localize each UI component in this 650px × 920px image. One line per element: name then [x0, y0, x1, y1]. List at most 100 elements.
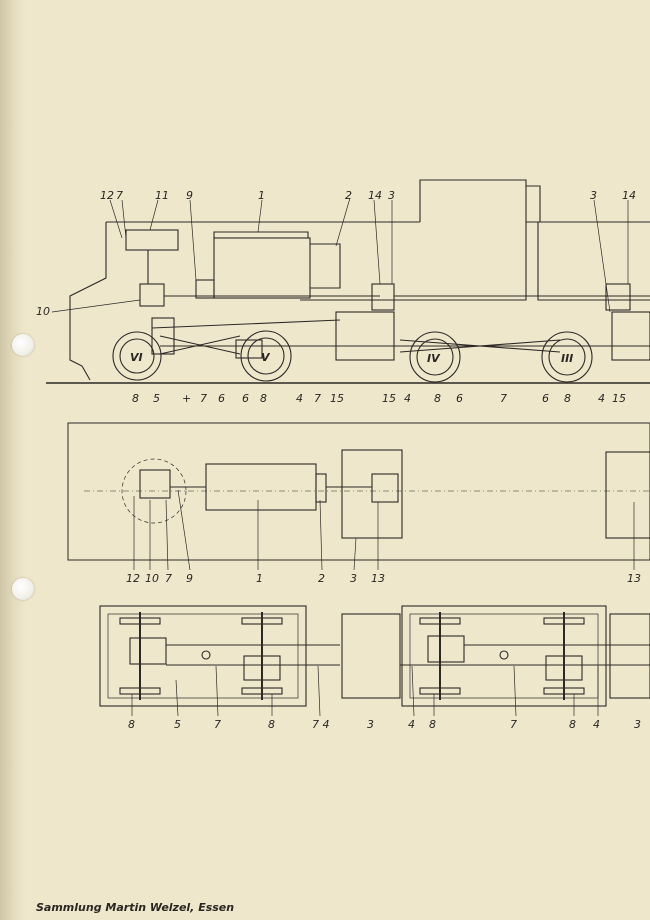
bogie-view-labels: 8 5 7 8 7 4 3 4 8 7 8 4 3 [128, 718, 641, 731]
bogie-frame-front-inner [107, 613, 299, 699]
bogie-label-8c: 8 [429, 718, 436, 731]
plan-label-9: 9 [186, 572, 193, 585]
label-9: 9 [186, 189, 193, 202]
axle-gearbox-b [243, 655, 281, 681]
plan-coupling [315, 473, 327, 503]
label-bottom-6d: 6 [542, 392, 549, 405]
leader-2 [335, 197, 351, 247]
leader-7 [121, 199, 127, 239]
axle-box-6 [235, 339, 263, 359]
plan-bogie-block-2 [605, 451, 650, 539]
axle-gearbox-a [129, 637, 167, 665]
plan-engine-block [205, 463, 317, 511]
leader-11 [149, 199, 159, 231]
punch-hole-top [12, 334, 34, 356]
label-14b: 14 [622, 189, 636, 202]
wheel-plate-h [543, 687, 585, 695]
bogie-label-7b: 7 [510, 718, 517, 731]
bogie-label-4b: 4 [593, 718, 600, 731]
label-bottom-7b: 7 [314, 392, 321, 405]
plan-leader-7 [165, 499, 169, 571]
label-bottom-7c: 7 [500, 392, 507, 405]
bogie-label-7-4: 7 4 [312, 718, 330, 731]
wheel-iii [541, 331, 593, 383]
plan-view-labels: 12 10 7 9 1 2 3 13 13 [126, 572, 641, 585]
leader-10 [51, 299, 141, 313]
bogie-label-8b: 8 [268, 718, 275, 731]
plan-label-2: 2 [318, 572, 325, 585]
side-elevation-view [46, 179, 650, 384]
wheel-label-iii: III [561, 352, 573, 365]
rod-cross-front [159, 335, 241, 355]
reversing-gear-14 [371, 283, 395, 311]
wheel-label-v: V [261, 351, 271, 364]
cab-body-outline [300, 179, 527, 301]
reversing-gear-14b [605, 283, 631, 311]
label-bottom-6a: 6 [218, 392, 225, 405]
wheel-plate-a [119, 617, 161, 625]
cab-window-frame [526, 185, 541, 223]
bogie-label-4a: 4 [408, 718, 415, 731]
wheel-plate-f [419, 687, 461, 695]
plan-gear-13 [371, 473, 399, 503]
plan-label-13: 13 [371, 572, 385, 585]
bogie-leader-7a [215, 665, 219, 717]
diesel-engine-block [213, 237, 311, 299]
axle-box-5 [151, 317, 175, 355]
coupling-rod-upper [151, 319, 341, 329]
bogie-frame-rear [401, 605, 607, 707]
label-bottom-6b: 6 [242, 392, 249, 405]
punch-hole-bottom [12, 578, 34, 600]
wheel-plate-e [419, 617, 461, 625]
plan-leader-2 [319, 499, 323, 571]
wheel-plate-d [241, 687, 283, 695]
bogie-label-3b: 3 [634, 718, 641, 731]
wheel-label-iv: IV [427, 352, 441, 365]
center-block-3b [609, 613, 650, 699]
leader-9 [189, 199, 197, 281]
label-bottom-6c: 6 [456, 392, 463, 405]
rod-cross-rear [399, 339, 561, 353]
plan-leader-9 [177, 489, 191, 571]
engine-flywheel [195, 279, 215, 299]
bogie-pivot-rear [499, 650, 509, 660]
label-bottom-8c: 8 [434, 392, 441, 405]
label-11: 11 [155, 189, 169, 202]
bogie-label-8a: 8 [128, 718, 135, 731]
plan-label-10: 10 [145, 572, 159, 585]
locomotive-hood-outline [69, 222, 107, 381]
label-bottom-7a: 7 [200, 392, 207, 405]
bogie-leader-74 [317, 665, 321, 717]
plan-label-7: 7 [165, 572, 172, 585]
bogie-pivot-front [201, 650, 211, 660]
axle-gearbox-d [545, 655, 583, 681]
leader-1 [257, 199, 263, 233]
second-unit-body [537, 221, 650, 301]
bogie-frame-rear-inner [409, 613, 599, 699]
bogie-leader-4a [411, 665, 415, 717]
wheel-label-vi: VI [130, 351, 143, 364]
engine-top-cover [213, 231, 309, 238]
plan-leader-3 [353, 537, 357, 571]
label-bottom-4a: 4 [296, 392, 303, 405]
bogie-label-8d: 8 [569, 718, 576, 731]
label-3: 3 [388, 189, 395, 202]
label-bottom-4b: 4 [404, 392, 411, 405]
plan-view [67, 422, 650, 571]
bogie-leader-5 [175, 679, 179, 717]
label-bottom-8b: 8 [260, 392, 267, 405]
plan-label-13b: 13 [627, 572, 641, 585]
leader-12 [109, 199, 123, 239]
plan-label-1: 1 [256, 572, 263, 585]
bogie-label-3: 3 [367, 718, 374, 731]
label-bottom-8d: 8 [564, 392, 571, 405]
plan-wheel-circle [121, 458, 187, 524]
label-1: 1 [258, 189, 265, 202]
plan-bogie-block [341, 449, 403, 539]
leader-3b [593, 199, 611, 313]
bogie-gear-block-2 [611, 311, 650, 361]
label-bottom-8a: 8 [132, 392, 139, 405]
label-bottom-plus: + [182, 392, 191, 405]
